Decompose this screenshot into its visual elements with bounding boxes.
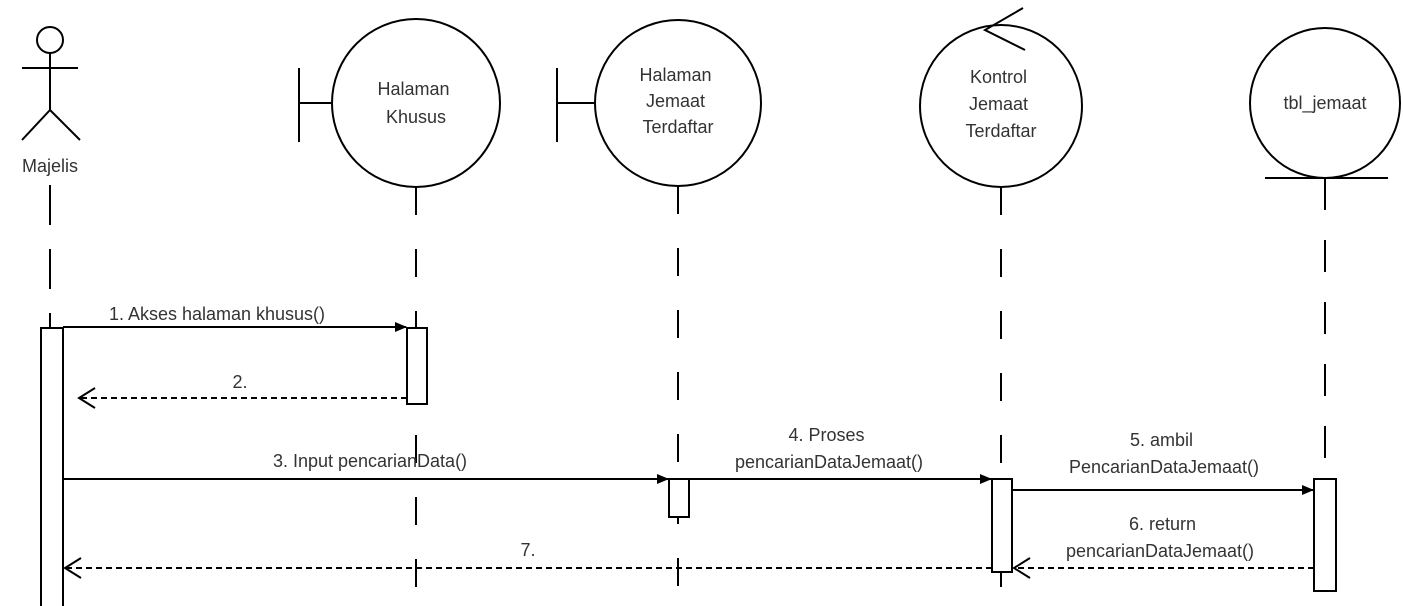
participant-halaman-khusus: Halaman Khusus: [298, 18, 501, 188]
activation-halaman-jemaat-terdaftar: [668, 478, 690, 518]
messages: [63, 322, 1314, 579]
boundary-icon: [298, 18, 501, 188]
label-line: Khusus: [386, 107, 446, 127]
activation-kontrol-jemaat-terdaftar: [991, 478, 1013, 573]
label-line: Jemaat: [646, 91, 705, 111]
label-line: pencarianDataJemaat(): [735, 452, 923, 472]
participant-label: Kontrol Jemaat Terdaftar: [965, 67, 1036, 141]
label-line: pencarianDataJemaat(): [1066, 541, 1254, 561]
actor-stick-figure-icon: [21, 26, 81, 141]
message-2-arrowhead-icon: [77, 387, 96, 409]
activation-halaman-khusus: [406, 327, 428, 405]
activation-majelis: [40, 327, 64, 606]
activations: [40, 327, 1337, 606]
label-line: PencarianDataJemaat(): [1069, 457, 1259, 477]
message-6-arrowhead-icon: [1012, 557, 1031, 579]
label-line: Halaman: [639, 65, 711, 85]
message-5-label: 5. ambil PencarianDataJemaat(): [1069, 430, 1259, 477]
message-labels: 1. Akses halaman khusus() 2. 3. Input pe…: [109, 304, 1259, 561]
label-line: Terdaftar: [965, 121, 1036, 141]
message-3-label: 3. Input pencarianData(): [273, 451, 467, 471]
label-line: Terdaftar: [642, 117, 713, 137]
activation-tbl-jemaat: [1313, 478, 1337, 592]
message-6-label: 6. return pencarianDataJemaat(): [1066, 514, 1254, 561]
message-2-label: 2.: [232, 372, 247, 392]
participant-label: tbl_jemaat: [1283, 93, 1366, 114]
participant-halaman-jemaat-terdaftar: Halaman Jemaat Terdaftar: [556, 19, 762, 187]
message-7-label: 7.: [520, 540, 535, 560]
actor-label: Majelis: [22, 156, 78, 176]
label-line: 5. ambil: [1130, 430, 1193, 450]
participant-label: Halaman Jemaat Terdaftar: [639, 65, 716, 137]
label-line: 6. return: [1129, 514, 1196, 534]
label-line: Jemaat: [969, 94, 1028, 114]
message-1-label: 1. Akses halaman khusus(): [109, 304, 325, 324]
label-line: 4. Proses: [788, 425, 864, 445]
message-7-arrowhead-icon: [63, 557, 82, 579]
actor-majelis: Majelis: [21, 26, 81, 176]
message-4-label: 4. Proses pencarianDataJemaat(): [735, 425, 923, 472]
participant-tbl-jemaat: tbl_jemaat: [1249, 27, 1401, 179]
label-line: Kontrol: [970, 67, 1027, 87]
participant-label: Halaman Khusus: [377, 79, 454, 127]
participant-kontrol-jemaat-terdaftar: Kontrol Jemaat Terdaftar: [919, 7, 1083, 188]
label-line: Halaman: [377, 79, 449, 99]
